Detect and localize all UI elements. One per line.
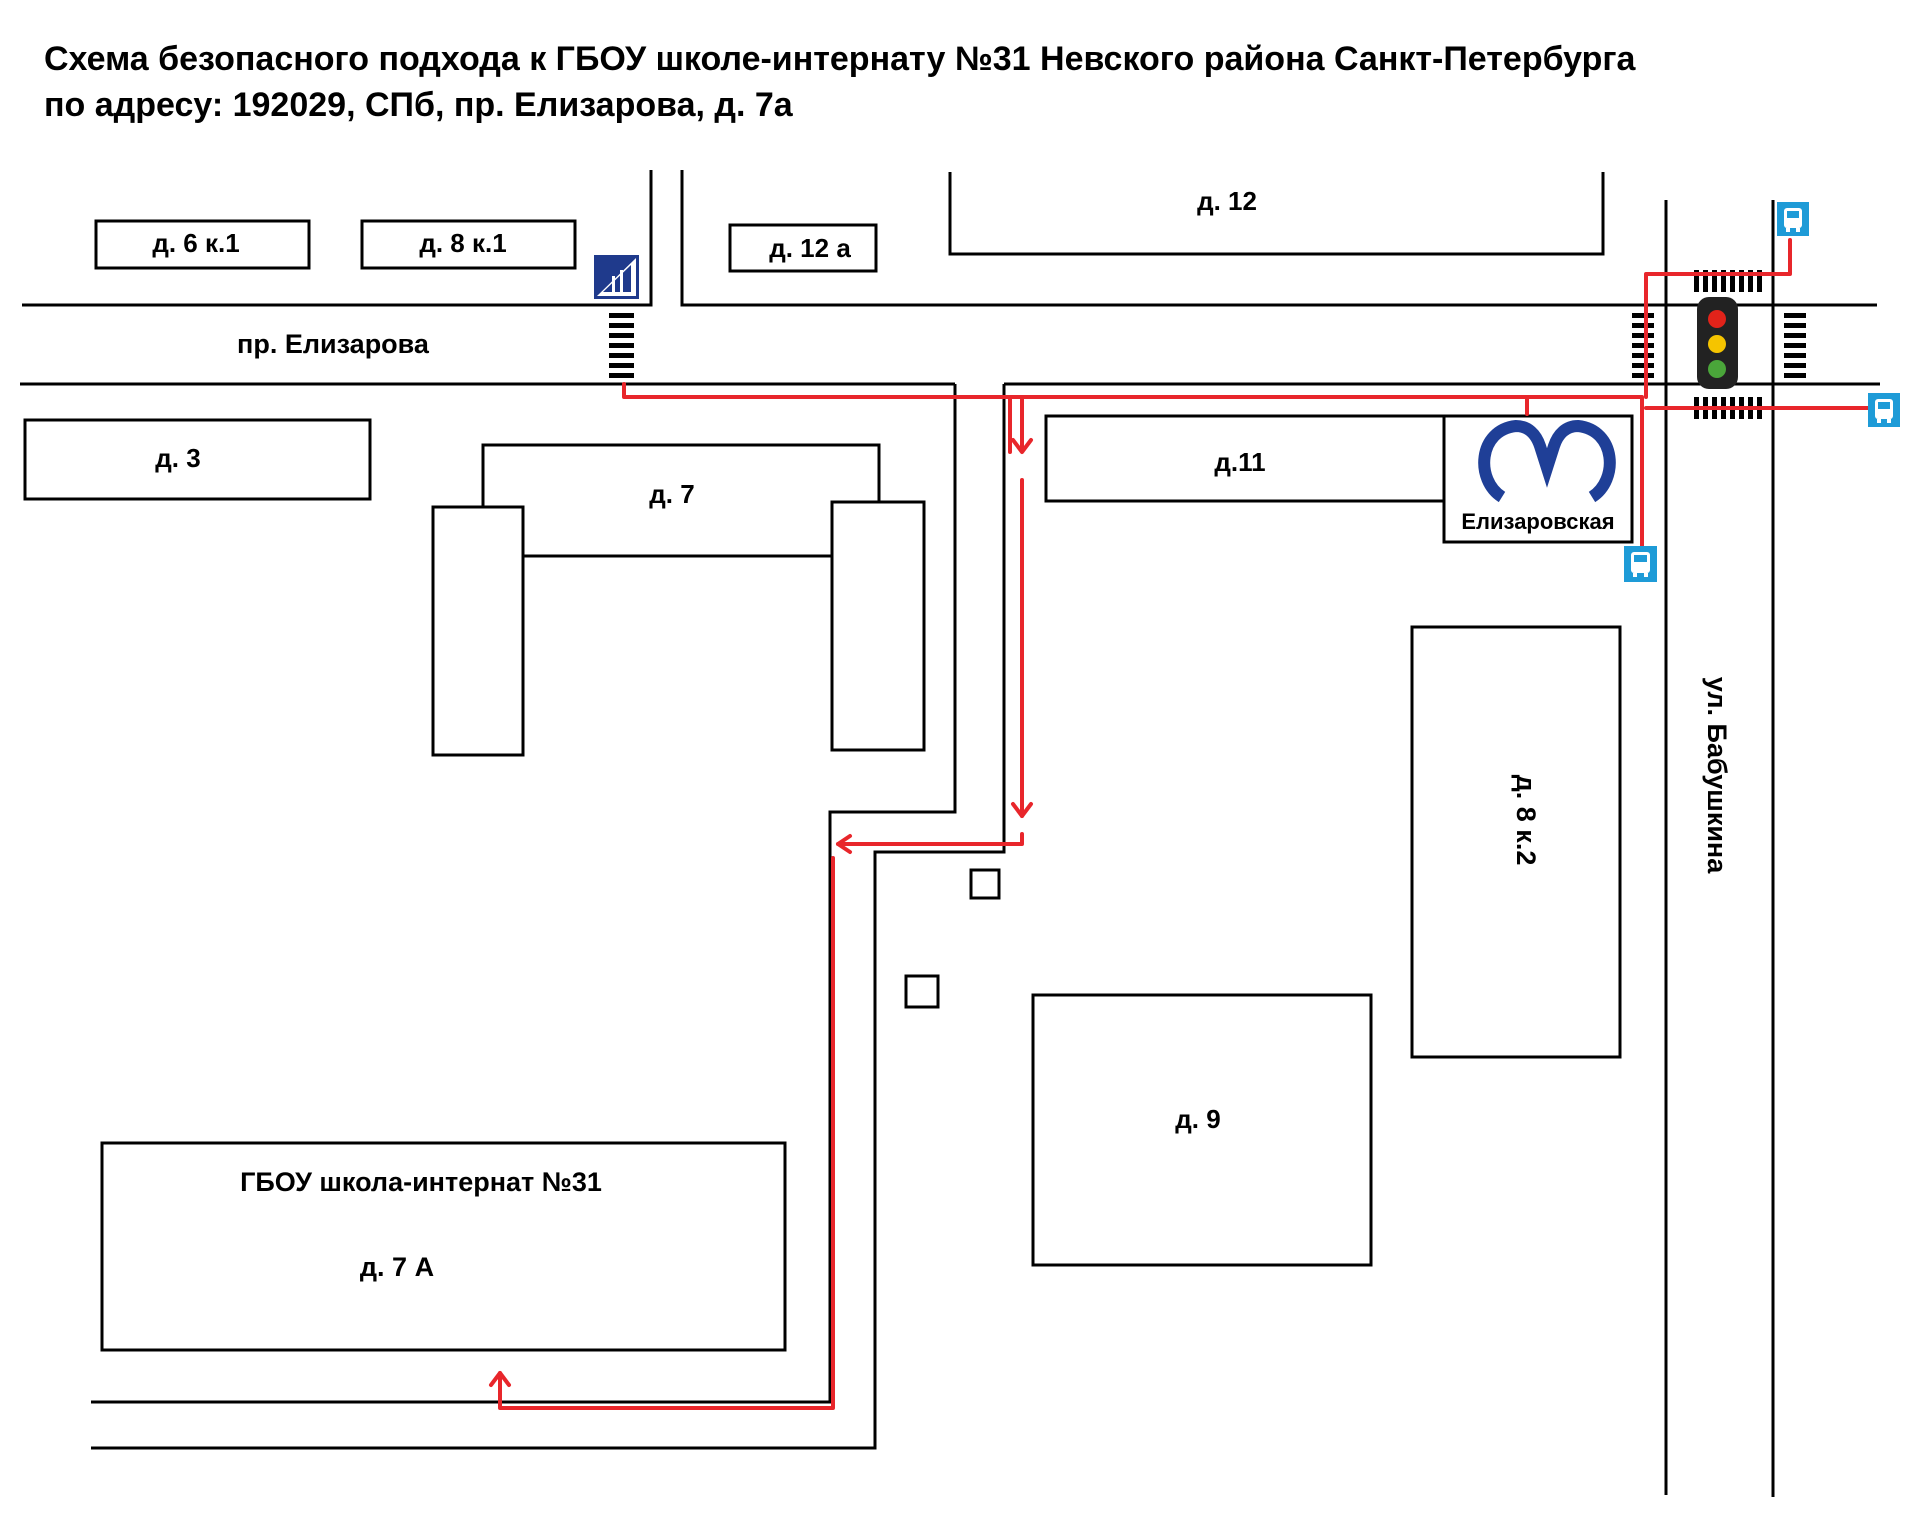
route-arrow-4-head: [489, 1371, 511, 1387]
buildings: [23, 172, 1634, 1352]
label-building-6k1: д. 6 к.1: [152, 228, 239, 258]
crosswalk-elizarova-west: [609, 313, 634, 378]
label-building-12a: д. 12 а: [769, 233, 851, 263]
crosswalk-babushkina-north: [1694, 270, 1762, 292]
building-12: [948, 172, 1605, 256]
metro-logo-icon: [1478, 419, 1616, 503]
bus-stops: [1624, 202, 1900, 582]
label-building-9: д. 9: [1175, 1104, 1220, 1134]
school-building: [100, 1141, 787, 1352]
label-building-7: д. 7: [649, 479, 694, 509]
elizarova-north-edge-east: [680, 170, 1877, 307]
driveway-east-edge: [91, 384, 1006, 1450]
route-arrow-2-head: [1011, 802, 1033, 818]
small-structure-1: [969, 868, 1001, 900]
route-arrow-1-head: [1011, 438, 1033, 454]
bus-stop-icon-east: [1868, 393, 1900, 427]
label-building-8k1: д. 8 к.1: [419, 228, 506, 258]
label-school-name: ГБОУ школа-интернат №31: [240, 1167, 602, 1197]
label-building-11: д.11: [1214, 447, 1265, 477]
route-arrow-3-head: [836, 834, 852, 854]
elizarova-north-edge-west: [22, 170, 653, 307]
traffic-light-icon: [1697, 297, 1738, 389]
building-8k2: [1410, 625, 1622, 1059]
route-to-north-bus-stop: [1644, 238, 1792, 399]
crosswalk-elizarova-east-east-side: [1784, 313, 1806, 378]
pedestrian-crossing-sign-icon: [594, 255, 639, 299]
safe-route: [489, 238, 1872, 1410]
map-title: Схема безопасного подхода к ГБОУ школе-и…: [44, 36, 1884, 128]
map-title-line-1: Схема безопасного подхода к ГБОУ школе-и…: [44, 40, 1636, 78]
bus-stop-icon-metro: [1624, 546, 1657, 582]
route-segment-4: [498, 856, 835, 1410]
crosswalk-elizarova-east-west-side: [1632, 313, 1654, 378]
route-segment-3: [836, 832, 1024, 846]
small-structure-2: [904, 974, 940, 1009]
bus-stop-icon-north: [1777, 202, 1809, 236]
building-7: [431, 443, 926, 757]
building-6k1: [94, 219, 311, 270]
building-3: [23, 418, 372, 501]
building-9: [1031, 993, 1373, 1267]
map-title-line-2: по адресу: 192029, СПб, пр. Елизарова, д…: [44, 86, 793, 124]
label-school-address: д. 7 А: [360, 1252, 434, 1282]
label-building-12: д. 12: [1197, 186, 1257, 216]
label-street-babushkina: ул. Бабушкина: [1702, 677, 1732, 874]
label-building-8k2: д. 8 к.2: [1511, 775, 1541, 866]
label-building-3: д. 3: [155, 443, 200, 473]
label-street-elizarova: пр. Елизарова: [237, 329, 430, 359]
building-8k1: [360, 219, 577, 270]
route-main-line: [622, 382, 1644, 548]
driveway-west-edge: [91, 384, 957, 1404]
label-metro-station: Елизаровская: [1461, 509, 1614, 534]
building-12a: [728, 223, 878, 273]
